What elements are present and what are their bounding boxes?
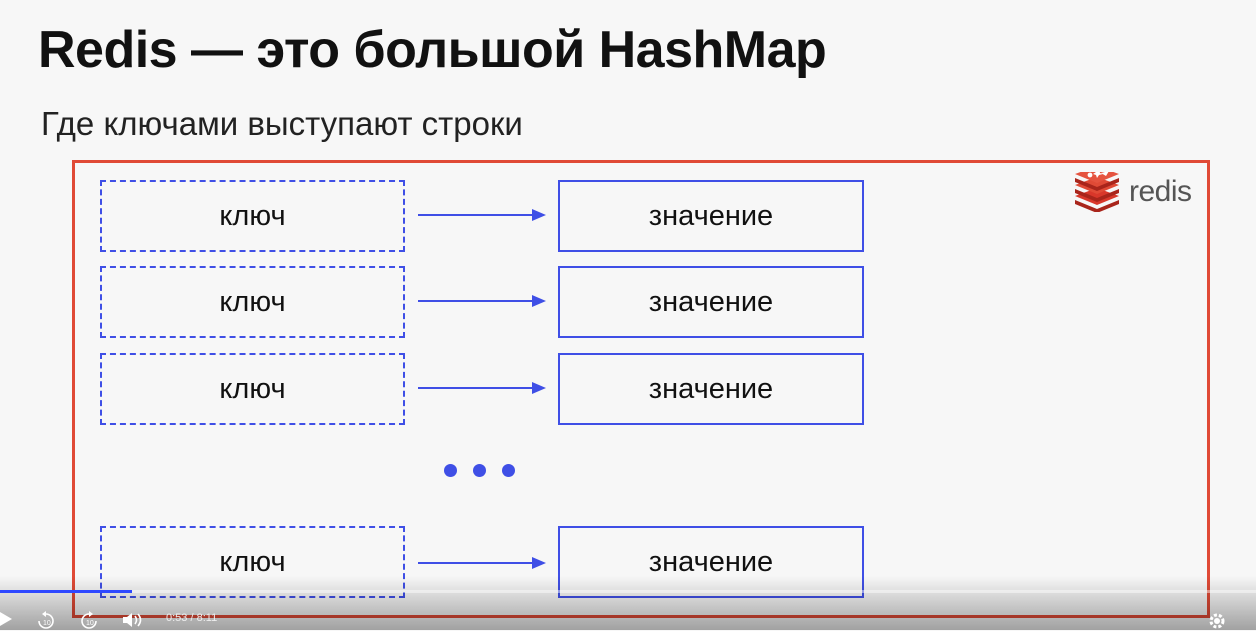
key-box: ключ — [100, 353, 405, 425]
ellipsis-dots — [444, 464, 515, 482]
time-separator: / — [190, 612, 194, 624]
key-box: ключ — [100, 266, 405, 338]
value-box: значение — [558, 526, 864, 598]
dot — [502, 464, 515, 477]
arrow-icon — [418, 557, 546, 569]
slide-subtitle: Где ключами выступают строки — [41, 105, 523, 142]
redis-logo: redis — [1073, 172, 1192, 212]
player-controls — [0, 576, 1256, 630]
play-icon[interactable] — [0, 611, 14, 627]
svg-text:10: 10 — [86, 620, 94, 627]
redis-logo-text: redis — [1129, 175, 1192, 208]
dot — [473, 464, 486, 477]
value-box: значение — [558, 266, 864, 338]
arrow-icon — [418, 209, 546, 221]
time-display: 0:53 / 8:11 — [166, 612, 217, 624]
value-box: значение — [558, 353, 864, 425]
dot — [444, 464, 457, 477]
progress-bar[interactable] — [0, 590, 1256, 593]
key-box: ключ — [100, 180, 405, 252]
volume-icon[interactable] — [122, 611, 146, 629]
progress-fill — [0, 590, 132, 593]
duration: 8:11 — [196, 612, 218, 624]
settings-gear-icon[interactable] — [1207, 611, 1227, 631]
redis-logo-icon — [1075, 172, 1119, 212]
current-time: 0:53 — [166, 612, 188, 624]
svg-text:10: 10 — [43, 620, 51, 627]
rewind-10-icon[interactable]: 10 — [35, 611, 57, 629]
value-box: значение — [558, 180, 864, 252]
forward-10-icon[interactable]: 10 — [78, 611, 100, 629]
redis-frame — [72, 160, 1210, 618]
arrow-icon — [418, 295, 546, 307]
arrow-icon — [418, 382, 546, 394]
slide-title: Redis — это большой HashMap — [38, 21, 827, 79]
key-box: ключ — [100, 526, 405, 598]
